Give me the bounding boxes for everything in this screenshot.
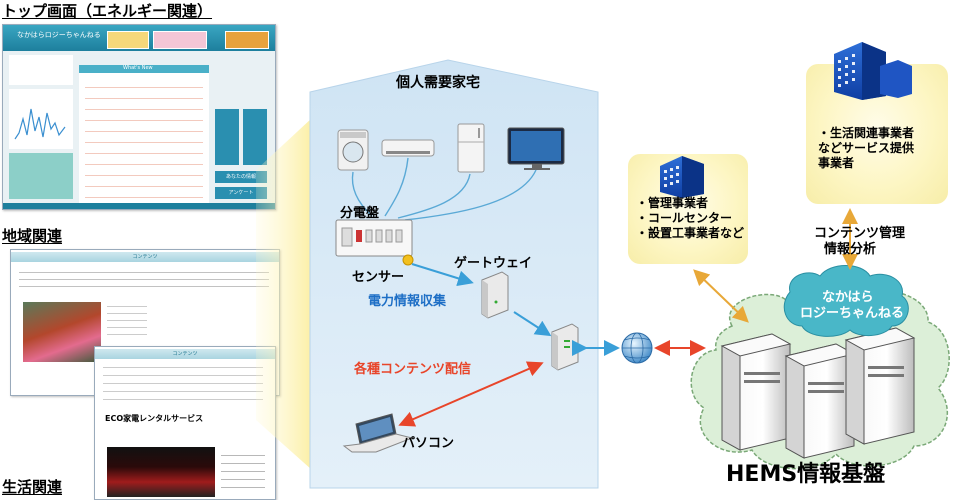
lifestyle-eco-title: ECO家電レンタルサービス [105, 414, 204, 423]
server-icon-2 [784, 343, 856, 459]
section-title-top-screen: トップ画面（エネルギー関連） [2, 2, 213, 20]
building-icon-services [834, 42, 912, 100]
air-conditioner-icon [381, 139, 435, 157]
top-screen-logo-area [9, 55, 73, 85]
lifestyle-tab: コンテンツ [95, 349, 275, 359]
house-title: 個人需要家宅 [396, 75, 480, 91]
gateway-icon [481, 271, 509, 319]
regional-text-lines [19, 268, 269, 290]
top-screen-menu-grid [215, 109, 267, 165]
regional-photo-text [107, 302, 147, 338]
channel-cloud [783, 265, 909, 337]
laptop-icon [342, 413, 414, 453]
service-list-item: などサービス提供 [818, 141, 915, 155]
top-screen-mini-chart [14, 108, 66, 140]
provider-list: ・管理事業者 ・コールセンター ・設置工事業者など [636, 196, 744, 241]
content-delivery-label: 各種コンテンツ配信 [354, 362, 472, 377]
top-screen-news-lines [85, 81, 203, 201]
top-screen-news-title: What's New [123, 65, 153, 71]
internet-globe-icon [621, 332, 653, 364]
lifestyle-side-text [221, 451, 265, 491]
section-title-lifestyle: 生活関連 [2, 478, 63, 496]
info-analysis-label: 情報分析 [824, 242, 877, 257]
television-icon [507, 127, 565, 170]
arrow-sensor-to-router [411, 263, 474, 287]
power-collection-label: 電力情報収集 [368, 294, 447, 309]
arrow-providers-hems [693, 269, 749, 323]
channel-name-line1: なかはら [822, 290, 874, 305]
arrow-content-delivery [398, 361, 544, 427]
top-screen-mascot-panel [9, 153, 73, 199]
building-icon-provider [660, 156, 704, 198]
top-screen-site-title: なかはらロジーちゃんねる [17, 31, 101, 39]
regional-photo [23, 302, 101, 362]
router-icon [551, 323, 579, 371]
top-screen-menu-survey[interactable]: アンケート [215, 187, 267, 199]
server-icon-3 [844, 327, 916, 445]
top-screen-screenshot: なかはらロジーちゃんねる What's New あなたの情報 アンケート [2, 24, 276, 210]
pc-label: パソコン [402, 436, 455, 451]
top-screen-menu-info[interactable]: あなたの情報 [215, 171, 267, 183]
yellow-beam [256, 118, 312, 470]
provider-list-item: ・コールセンター [636, 211, 733, 225]
channel-name-line2: ロジーちゃんねる [800, 306, 905, 321]
washing-machine-icon [337, 129, 369, 171]
hems-label: HEMS情報基盤 [726, 462, 886, 487]
section-title-regional: 地域関連 [2, 227, 63, 245]
server-icon-1 [720, 333, 792, 451]
provider-list-item: ・設置工事業者など [636, 226, 745, 240]
refrigerator-icon [457, 123, 485, 173]
distribution-board-icon [335, 219, 413, 257]
top-screen-banner-1 [107, 31, 149, 49]
distribution-board-label: 分電盤 [340, 206, 380, 221]
arrow-gateway-to-router [513, 311, 552, 337]
content-mgmt-label: コンテンツ管理 [814, 226, 906, 241]
sensor-label: センサー [352, 270, 405, 285]
service-list-item: ・生活関連事業者 [818, 126, 915, 140]
regional-tab: コンテンツ [11, 252, 279, 262]
sensor-dot [402, 254, 414, 266]
top-screen-footer [3, 203, 275, 209]
gateway-label: ゲートウェイ [454, 256, 533, 271]
appliance-wires [351, 157, 537, 221]
top-screen-banner-2 [153, 31, 207, 49]
service-list: ・生活関連事業者 などサービス提供 事業者 [818, 126, 914, 171]
lifestyle-tv-image [107, 447, 215, 497]
provider-list-item: ・管理事業者 [636, 196, 709, 210]
service-list-item: 事業者 [818, 156, 855, 170]
top-screen-banner-3 [225, 31, 269, 49]
top-screen-news-panel: What's New [79, 65, 209, 209]
top-screen-chart-panel [9, 89, 73, 149]
lifestyle-text-lines [103, 363, 263, 407]
